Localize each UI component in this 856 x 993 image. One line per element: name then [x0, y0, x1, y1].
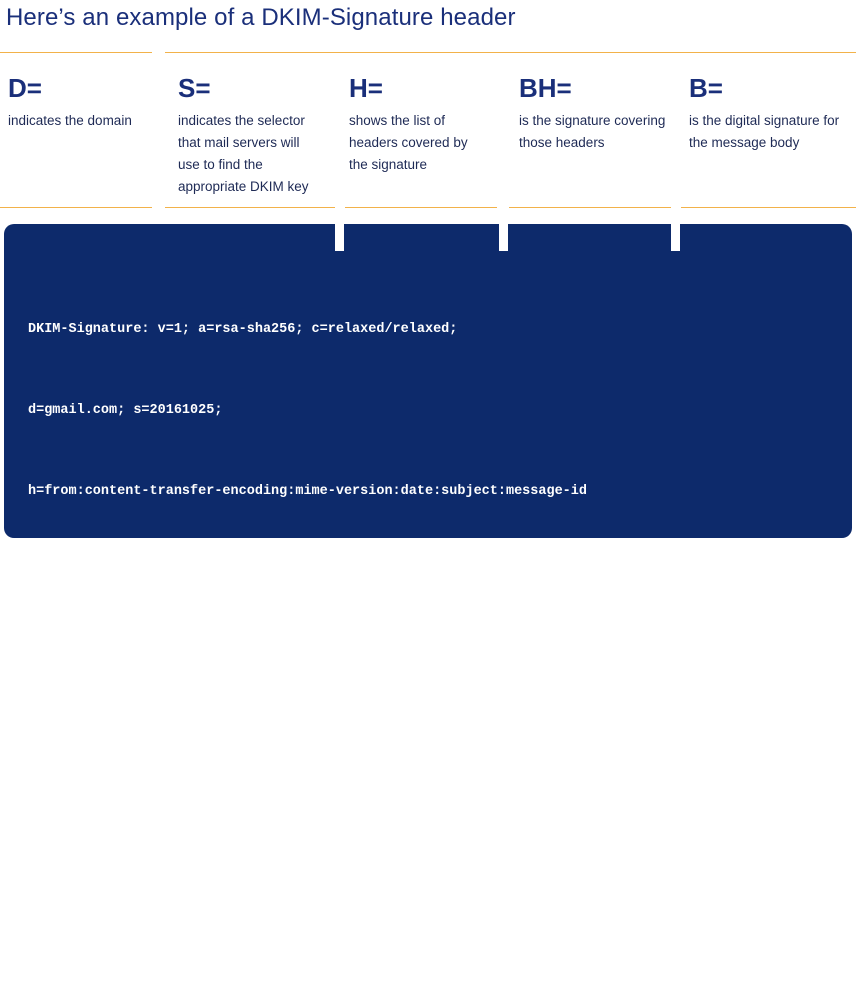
column-description: is the digital signature for the message… — [689, 113, 840, 150]
column-h: H= shows the list of headers covered by … — [349, 72, 509, 176]
code-line: DKIM-Signature: v=1; a=rsa-sha256; c=rel… — [28, 322, 458, 337]
top-rule-right — [165, 52, 856, 53]
pointer-notch-b — [671, 224, 680, 251]
column-key: S= — [178, 73, 211, 103]
code-line: h=from:content-transfer-encoding:mime-ve… — [28, 484, 587, 499]
code-line: d=gmail.com; s=20161025; — [28, 403, 223, 418]
bottom-rule-1 — [0, 207, 152, 208]
signature-code: DKIM-Signature: v=1; a=rsa-sha256; c=rel… — [28, 262, 848, 993]
column-key: BH= — [519, 73, 572, 103]
pointer-notch-h — [335, 224, 344, 251]
code-line: :cc:to; — [28, 565, 85, 580]
bottom-rule-2 — [165, 207, 335, 208]
code-line: L7okjkljfJF15GVwuT2sfqnoIDu3syZ72NLrJc1k… — [28, 871, 612, 886]
code-line: H+bMjEODLNL3uE8zS1k1+V72r01nexFsOvLBywj5… — [28, 795, 596, 810]
top-rule-left — [0, 52, 152, 53]
column-description: is the signature covering those headers — [519, 113, 666, 150]
bottom-rule-5 — [681, 207, 856, 208]
code-line: b=h/aJ+Vt1e1zI1t0xUKklCzweu5BfN5hNKp0RNu… — [28, 719, 620, 734]
pointer-notch-bh — [499, 224, 508, 251]
column-s: S= indicates the selector that mail serv… — [178, 72, 338, 198]
bottom-rule-4 — [509, 207, 671, 208]
bottom-rule-3 — [345, 207, 497, 208]
code-line: PLGUA6+81raWC4vH/PQjGvA== — [28, 947, 231, 962]
page-title: Here’s an example of a DKIM-Signature he… — [6, 4, 516, 31]
column-key: H= — [349, 73, 383, 103]
signature-code-box — [4, 224, 852, 538]
column-description: indicates the domain — [8, 113, 132, 128]
code-line: bh=ioNDMhThwg3kEHqhQd5AFfgAGX19Hj/wFRM/2… — [28, 643, 417, 658]
column-d: D= indicates the domain — [8, 72, 168, 132]
column-b: B= is the digital signature for the mess… — [689, 72, 849, 154]
column-description: shows the list of headers covered by the… — [349, 113, 468, 172]
column-key: B= — [689, 73, 723, 103]
column-bh: BH= is the signature covering those head… — [519, 72, 679, 154]
column-description: indicates the selector that mail servers… — [178, 113, 309, 194]
column-key: D= — [8, 73, 42, 103]
